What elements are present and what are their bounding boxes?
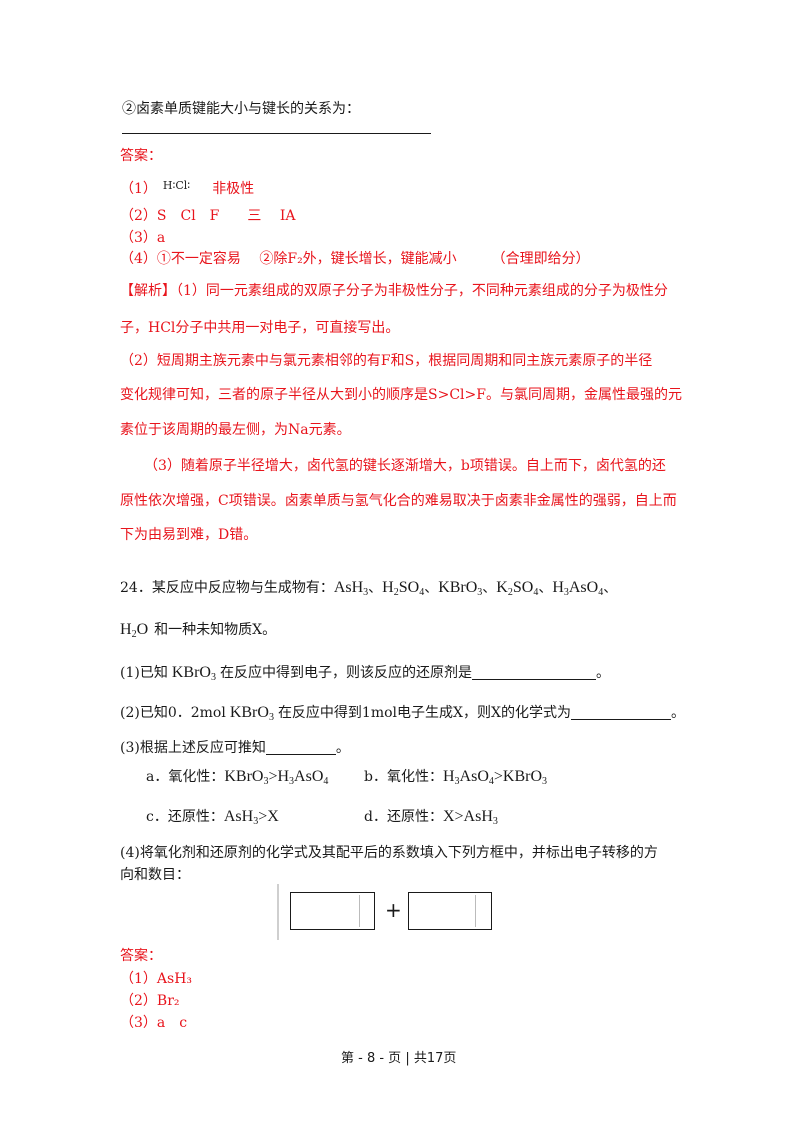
separator: 、 xyxy=(482,580,497,596)
q24-intro: 24．某反应中反应物与生成物有：AsH3、H2SO4、KBrO3、K2SO4、H… xyxy=(120,577,618,598)
inference-blank[interactable] xyxy=(265,739,336,755)
species-k2so4: K2SO4 xyxy=(496,579,539,598)
reducing-agent-blank[interactable] xyxy=(471,664,596,680)
separator: 、 xyxy=(603,580,618,596)
analysis-tag: 【解析】 xyxy=(120,283,176,299)
q24-intro-b: 和一种未知物质X。 xyxy=(154,622,277,638)
analysis-1b: 子，HCl分子中共用一对电子，可直接写出。 xyxy=(120,320,400,336)
option-c: c．还原性：AsH3>X xyxy=(146,808,279,827)
answer-2: （2）S Cl F 三 IA xyxy=(120,208,296,224)
option-d: d．还原性：X>AsH3 xyxy=(364,808,498,827)
species-h3aso4: H3AsO4 xyxy=(552,579,604,598)
option-a: a．氧化性：KBrO3>H3AsO4 xyxy=(146,768,329,787)
q24-part4-a: (4)将氧化剂和还原剂的化学式及其配平后的系数填入下列方框中，并标出电子转移的方 xyxy=(120,845,658,861)
species-kbro3: KBrO3 xyxy=(438,579,483,598)
analysis-3a: （3）随着原子半径增大，卤代氢的键长逐渐增大，b项错误。自上而下，卤代氢的还 xyxy=(144,458,666,474)
answer-4: （4）①不一定容易 ②除F₂外，键长增长，键能减小 （合理即给分） xyxy=(120,251,590,267)
hcl-electron-formula: H∶Cl∶ xyxy=(162,179,191,192)
page-footer: 第 - 8 - 页 | 共17页 xyxy=(341,1051,457,1066)
q24-intro-text: 24．某反应中反应物与生成物有： xyxy=(120,580,334,596)
analysis-2a: （2）短周期主族元素中与氯元素相邻的有F和S，根据同周期和同主族元素原子的半径 xyxy=(120,353,653,369)
q24-part4-b: 向和数目： xyxy=(120,867,190,883)
answer-1-number: （1） xyxy=(120,181,157,197)
q24-answer-3: （3）a c xyxy=(120,1015,188,1031)
analysis-3c: 下为由易到难，D错。 xyxy=(120,527,258,543)
analysis-2c: 素位于该周期的最左侧，为Na元素。 xyxy=(120,422,351,438)
q24-intro-cont: H2O 和一种未知物质X。 xyxy=(120,619,277,640)
q24-answer-label: 答案： xyxy=(120,948,162,964)
scan-edge-mark xyxy=(277,884,279,940)
reductant-answer-box[interactable] xyxy=(408,892,492,930)
answer-label: 答案： xyxy=(120,148,162,164)
question-4-2-prompt: ②卤素单质键能大小与键长的关系为： xyxy=(122,101,360,117)
analysis-2b: 变化规律可知，三者的原子半径从大到小的顺序是S>Cl>F。与氯同周期，金属性最强… xyxy=(120,387,682,403)
formula-kbro3: KBrO3 xyxy=(171,664,216,683)
option-b: b．氧化性：H3AsO4>KBrO3 xyxy=(364,768,548,787)
answer-1: （1） H∶Cl∶ 非极性 xyxy=(120,178,254,198)
analysis-1a-text: （1）同一元素组成的双原子分子为非极性分子，不同种元素组成的分子为极性分 xyxy=(176,283,668,299)
formula-kbro3: KBrO3 xyxy=(229,704,274,723)
answer-blank-line xyxy=(122,133,431,134)
separator: 、 xyxy=(368,580,383,596)
q24-answer-2: （2）Br₂ xyxy=(120,993,180,1009)
species-h2o: H2O xyxy=(120,621,149,640)
answer-3: （3）a xyxy=(120,230,166,246)
species-h2so4: H2SO4 xyxy=(382,579,425,598)
answer-1-text: 非极性 xyxy=(212,181,255,197)
separator: 、 xyxy=(538,580,553,596)
species-ash3: AsH3 xyxy=(333,579,369,598)
oxidant-answer-box[interactable] xyxy=(290,892,375,930)
x-formula-blank[interactable] xyxy=(570,704,671,720)
q24-part3: (3)根据上述反应可推知。 xyxy=(120,739,350,756)
q24-answer-1: （1）AsH₃ xyxy=(120,971,193,987)
analysis-1a: 【解析】（1）同一元素组成的双原子分子为非极性分子，不同种元素组成的分子为极性分 xyxy=(120,280,668,300)
separator: 、 xyxy=(424,580,439,596)
plus-sign: + xyxy=(385,898,402,922)
analysis-3b: 原性依次增强，C项错误。卤素单质与氢气化合的难易取决于卤素非金属性的强弱，自上而 xyxy=(120,493,677,509)
